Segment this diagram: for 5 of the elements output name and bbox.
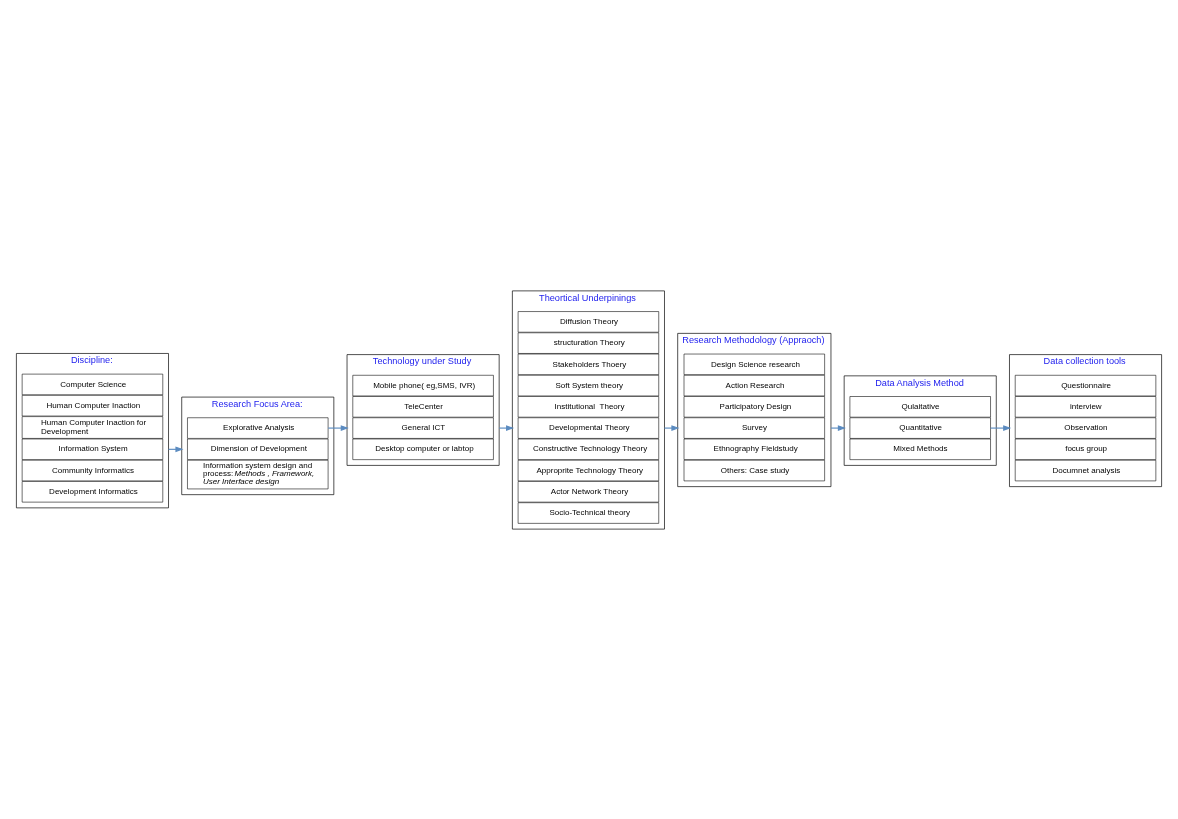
arrow bbox=[663, 424, 680, 431]
arrow bbox=[830, 424, 846, 431]
arrow bbox=[498, 424, 515, 431]
arrow bbox=[327, 424, 349, 431]
arrow bbox=[990, 424, 1012, 431]
